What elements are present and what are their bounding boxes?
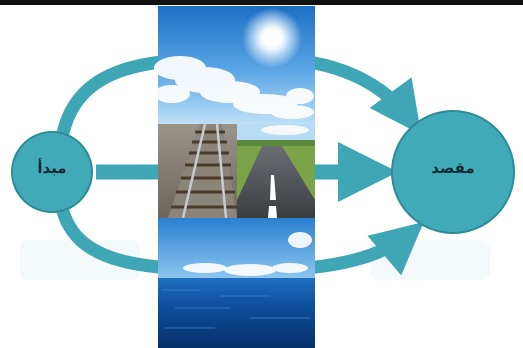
rail-and-road-photo [158, 123, 315, 219]
destination-label: مقصد [431, 159, 475, 177]
top-border-bar [0, 0, 523, 5]
destination-node [391, 110, 515, 234]
origin-label: مبدأ [37, 159, 67, 177]
origin-node [11, 131, 93, 213]
sky-sun-photo [154, 6, 315, 124]
sea-photo [158, 218, 315, 348]
